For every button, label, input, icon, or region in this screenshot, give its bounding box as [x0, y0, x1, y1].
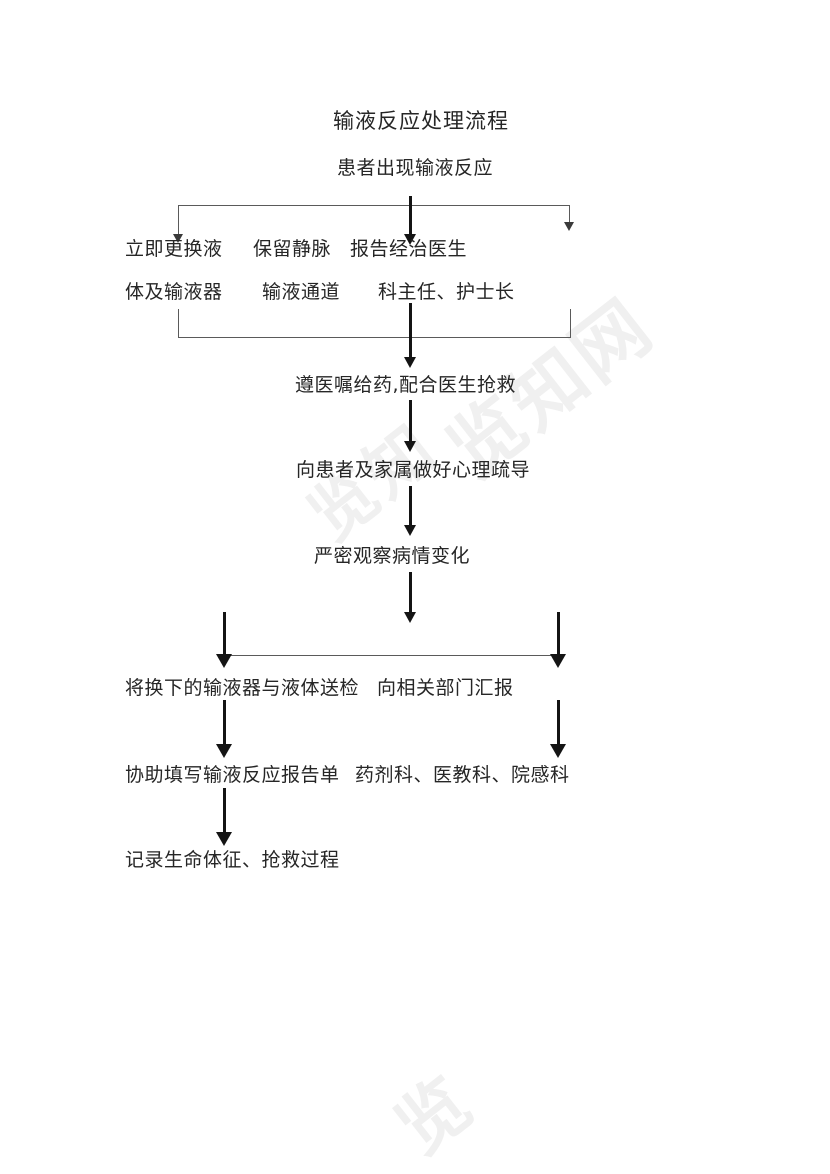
flow-node-record: 记录生命体征、抢救过程 [125, 849, 340, 871]
arrowhead-to-observe [404, 525, 416, 536]
arrowhead-branch-mid [404, 234, 416, 245]
connector-merge-bus [178, 337, 571, 338]
watermark-text: 览 [380, 1059, 490, 1170]
flow-node-observe: 严密观察病情变化 [314, 545, 471, 567]
connector-send-sample-down [223, 700, 226, 750]
arrowhead-to-fill-form [216, 744, 232, 758]
connector-counsel-to-observe [409, 486, 412, 532]
connector-report-dept-down [557, 700, 560, 750]
flow-node-branch-right-line1: 报告经治医生 [350, 238, 468, 260]
connector-fill-form-to-record [223, 788, 226, 838]
flow-node-branch-left-line2: 体及输液器 [125, 281, 223, 303]
page-title: 输液反应处理流程 [333, 109, 509, 133]
connector-branch-mid-drop [409, 196, 412, 240]
arrowhead-to-send-sample [216, 654, 232, 668]
connector-split-bus-top [178, 205, 570, 206]
arrowhead-observe-down [404, 612, 416, 623]
flow-node-branch-mid-line2: 输液通道 [262, 281, 341, 303]
connector-medicate-to-counsel [409, 400, 412, 448]
connector-merge-left-rise [178, 309, 179, 337]
arrowhead-merge-to-medicate [404, 357, 416, 368]
flow-node-branch-left-line1: 立即更换液 [125, 238, 223, 260]
connector-split-bus-bottom [224, 655, 558, 656]
connector-branch-left-drop [178, 205, 179, 241]
flow-node-start: 患者出现输液反应 [337, 157, 494, 179]
connector-merge-right-rise [570, 309, 571, 337]
flow-node-counsel: 向患者及家属做好心理疏导 [296, 459, 531, 481]
flow-node-report-dept: 向相关部门汇报 [377, 677, 514, 699]
flow-node-branch-right-line2: 科主任、护士长 [378, 281, 515, 303]
connector-split-right-down [557, 612, 560, 662]
flow-node-fill-form: 协助填写输液反应报告单 [125, 764, 340, 786]
connector-branch-right-drop [569, 205, 570, 227]
connector-observe-down [409, 572, 412, 618]
arrowhead-branch-left [173, 234, 183, 243]
arrowhead-to-report-dept [550, 654, 566, 668]
arrowhead-to-counsel [404, 441, 416, 452]
flow-node-medicate: 遵医嘱给药,配合医生抢救 [295, 374, 517, 396]
arrowhead-branch-right [564, 222, 574, 231]
flow-node-send-sample: 将换下的输液器与液体送检 [125, 677, 360, 699]
flow-node-branch-mid-line1: 保留静脉 [253, 238, 332, 260]
arrowhead-to-record [216, 832, 232, 846]
flow-node-departments: 药剂科、医教科、院感科 [355, 764, 570, 786]
connector-merge-mid-drop [409, 303, 412, 363]
connector-split-left-down [223, 612, 226, 662]
arrowhead-to-departments [550, 744, 566, 758]
